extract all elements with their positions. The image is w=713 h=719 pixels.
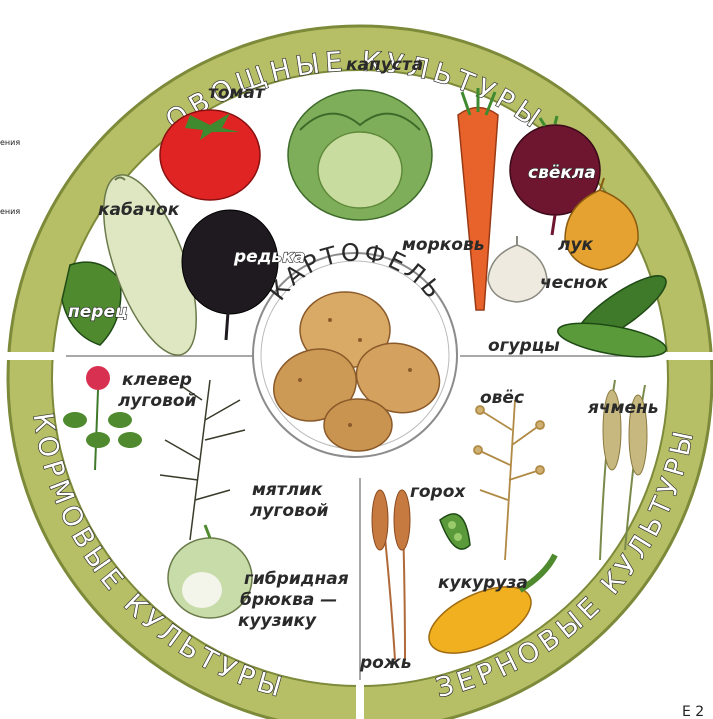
label-pepper: перец	[68, 302, 128, 322]
label-tomato: томат	[208, 83, 266, 103]
edge-fragment-middle: ения	[0, 207, 20, 216]
label-pea: горох	[410, 482, 466, 502]
label-onion: лук	[558, 235, 594, 255]
label-carrot: морковь	[402, 235, 484, 255]
edge-fragment-bottom: E 2	[682, 704, 704, 719]
label-oats: овёс	[480, 388, 524, 408]
label-rye: рожь	[359, 653, 412, 673]
label-clover-2: луговой	[118, 391, 197, 411]
label-bluegrass-2: луговой	[250, 501, 329, 521]
label-cucumbers: огурцы	[488, 336, 560, 356]
label-bluegrass-1: мятлик	[252, 480, 323, 500]
label-zucchini: кабачок	[98, 200, 180, 220]
tomato-icon	[160, 110, 260, 200]
label-garlic: чеснок	[540, 273, 609, 293]
label-cabbage: капуста	[346, 55, 423, 75]
label-beet: свёкла	[528, 163, 596, 183]
label-barley: ячмень	[587, 398, 659, 418]
label-clover-1: клевер	[122, 370, 192, 390]
edge-fragment-top: ения	[0, 138, 20, 147]
label-radish: редька	[233, 247, 305, 267]
label-rutabaga-3: куузику	[238, 611, 317, 631]
label-rutabaga-1: гибридная	[244, 569, 349, 589]
label-corn: кукуруза	[438, 573, 528, 593]
label-rutabaga-2: брюква —	[240, 590, 337, 610]
cabbage-icon	[288, 90, 432, 220]
